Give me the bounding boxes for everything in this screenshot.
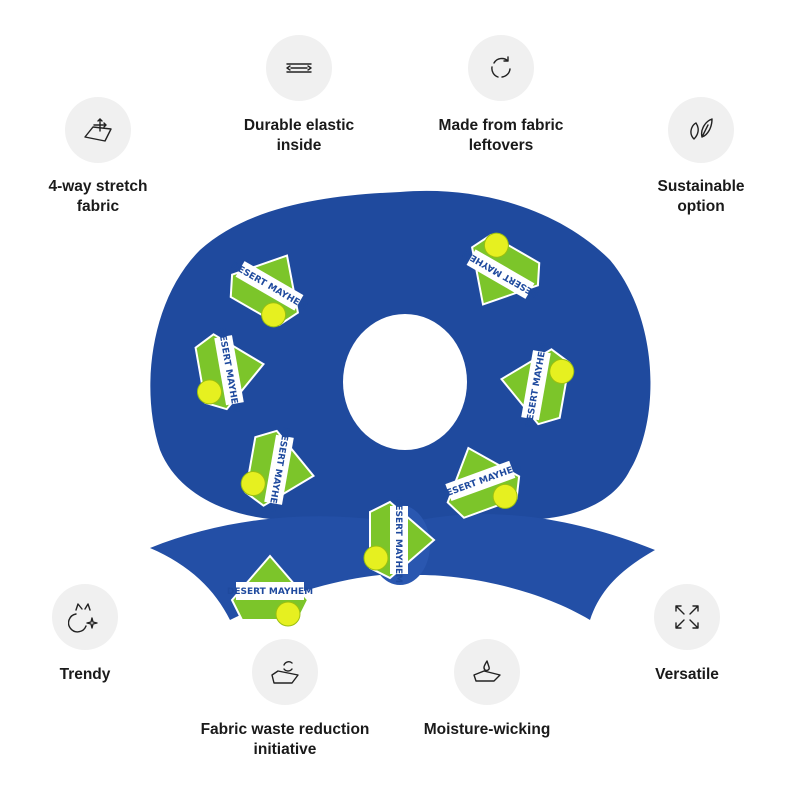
feature-trendy: Trendy xyxy=(0,584,185,685)
logo-print-text: DESERT MAYHEM xyxy=(227,587,313,597)
feature-label: Durable elastic inside xyxy=(243,117,355,154)
elastic-icon xyxy=(266,35,332,101)
droplet-fabric-icon xyxy=(454,639,520,705)
stretch-arrows-icon xyxy=(65,97,131,163)
feature-waste: Fabric waste reduction initiative xyxy=(185,639,385,760)
feature-label: Versatile xyxy=(655,666,719,683)
feature-stretch: 4-way stretch fabric xyxy=(0,97,198,217)
feature-versatile: Versatile xyxy=(587,584,787,685)
feature-label: Moisture-wicking xyxy=(423,721,551,738)
feature-label: Sustainable option xyxy=(657,178,745,215)
desert-mayhem-logo-print: DESERT MAYHEM xyxy=(500,342,575,429)
feature-label: Fabric waste reduction initiative xyxy=(200,721,370,758)
feature-leftovers: Made from fabric leftovers xyxy=(401,35,601,156)
feature-label: Made from fabric leftovers xyxy=(438,117,564,154)
leaf-icon xyxy=(668,97,734,163)
feature-label: 4-way stretch fabric xyxy=(48,178,148,215)
expand-arrows-icon xyxy=(654,584,720,650)
logo-print-text: DESERT MAYHEM xyxy=(393,497,403,583)
desert-mayhem-logo-print: DESERT MAYHEM xyxy=(227,554,313,627)
cat-sparkle-icon xyxy=(52,584,118,650)
desert-mayhem-logo-print: DESERT MAYHEM xyxy=(194,327,265,414)
desert-mayhem-logo-print: DESERT MAYHEM xyxy=(363,497,436,583)
feature-elastic: Durable elastic inside xyxy=(199,35,399,156)
feature-sustainable: Sustainable option xyxy=(601,97,800,217)
fabric-recycle-icon xyxy=(252,639,318,705)
recycle-icon xyxy=(468,35,534,101)
desert-mayhem-logo-print: DESERT MAYHEM xyxy=(240,426,315,513)
feature-label: Trendy xyxy=(59,666,111,683)
feature-moisture: Moisture-wicking xyxy=(387,639,587,740)
